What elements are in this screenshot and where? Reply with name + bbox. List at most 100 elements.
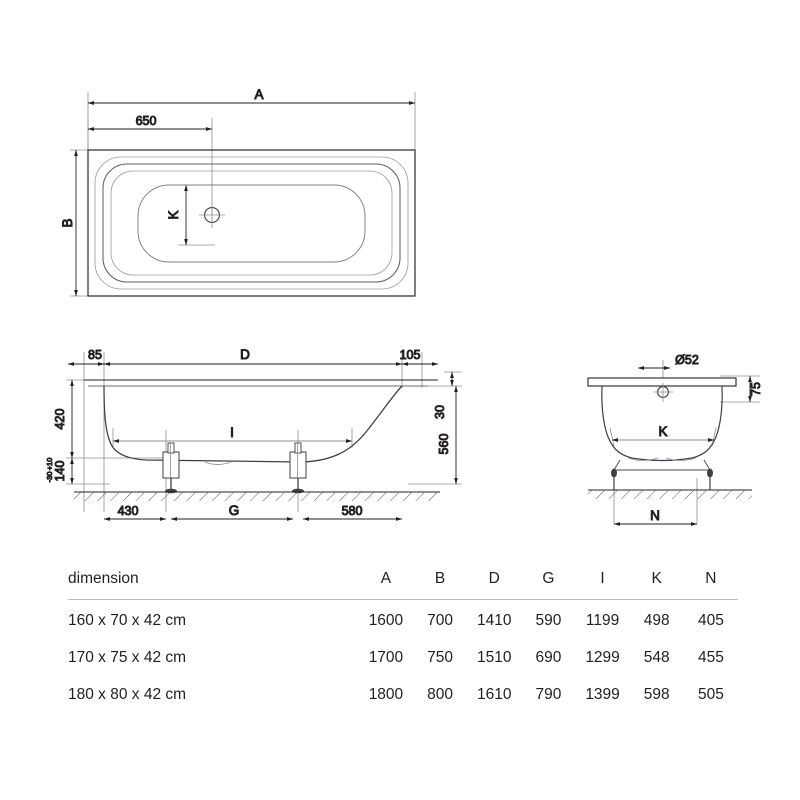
dim-label-140: 140 [53,461,67,482]
dim-105: 105 [399,348,439,366]
cell-n: 405 [697,612,724,629]
end-rim-profile [587,377,737,387]
dim-75: 75 [748,375,764,403]
cell-d: 1510 [477,649,512,666]
dim-560: 560 [437,385,458,485]
tub-outer-rim [87,149,416,297]
dim-I: I [112,425,353,443]
table-header: dimension A B D G I K N [68,563,738,600]
cell-i: 1299 [585,649,620,666]
cell-k: 548 [643,649,670,666]
dim-label-30: 30 [433,405,447,419]
cell-k: 498 [643,612,670,629]
col-header-a: A [380,570,392,587]
cell-i: 1199 [585,612,620,629]
table-header-row: dimension A B D G I K N [68,563,738,600]
dim-label-d52: Ø52 [675,353,699,367]
dim-label-K-end: K [658,424,667,439]
dim-D: D [103,347,403,366]
cell-g: 790 [535,686,562,703]
col-header-dimension: dimension [68,570,139,587]
cell-b: 700 [427,612,454,629]
cell-a: 1800 [368,686,404,703]
cell-dimension: 170 x 75 x 42 cm [68,649,187,666]
cell-b: 750 [427,649,454,666]
col-header-b: B [434,570,446,587]
col-header-k: K [651,570,662,587]
table-row: 160 x 70 x 42 cm 1600 700 1410 590 1199 … [68,600,738,638]
dim-label-G: G [229,503,240,518]
dim-label-580: 580 [342,504,363,518]
dim-label-A: A [254,87,263,102]
col-header-i: I [600,570,605,587]
end-bowl-left-wall [601,385,633,459]
dim-420: 420 [53,379,74,459]
end-drain-outlet [653,383,673,402]
dim-580: 580 [302,504,403,521]
dim-K-end: K [611,424,715,442]
cell-dimension: 180 x 80 x 42 cm [68,686,187,703]
dim-label-N: N [650,508,660,523]
end-bowl-right-wall [691,385,723,459]
col-header-g: G [542,570,555,587]
cell-d: 1410 [477,612,512,629]
end-bowl-floor [631,457,693,462]
cell-g: 590 [535,612,562,629]
cell-n: 505 [697,686,724,703]
dim-G: G [170,503,294,521]
dimension-table: dimension A B D G I K N 160 x 70 x 42 cm… [68,563,738,711]
cell-k: 598 [643,686,670,703]
tub-rim-profile [84,379,438,387]
end-elevation-view: Ø52 75 [587,353,764,526]
tub-bowl-upper [102,163,401,283]
cell-a: 1600 [368,612,404,629]
cell-b: 800 [427,686,454,703]
drain-outlet [199,203,225,228]
dim-30: 30 [433,371,454,419]
dim-diameter-52: Ø52 [637,353,699,370]
dim-label-105: 105 [400,348,421,362]
cell-n: 455 [697,649,724,666]
tub-floor-waste-detail [204,461,232,465]
dim-label-B: B [60,218,75,227]
cell-dimension: 160 x 70 x 42 cm [68,612,187,629]
end-support-frame [611,457,713,490]
dim-label-420: 420 [53,409,67,430]
dim-label-140-tol-minus: -30 [45,472,54,483]
cell-i: 1399 [585,686,620,703]
dim-label-D: D [240,347,250,362]
table-row: 180 x 80 x 42 cm 1800 800 1610 790 1399 … [68,674,738,711]
dim-label-140-tol-plus: +10 [45,458,54,471]
tub-rim-inner-edge [94,156,409,290]
tub-bowl-mid [110,170,393,276]
col-header-n: N [705,570,717,587]
dim-label-K-plan: K [166,210,181,219]
tub-leg-right [289,442,307,494]
cell-a: 1700 [368,649,404,666]
tub-bowl-floor [137,184,366,263]
cell-d: 1610 [477,686,512,703]
dim-label-560: 560 [437,434,451,455]
dim-label-I: I [230,425,234,440]
front-elevation-view: 85 D 105 420 [45,347,462,521]
floor-line-front [74,491,440,501]
dim-N: N [613,508,698,526]
dim-140: 140 +10 -30 [45,457,74,485]
plan-view: A 650 B K [60,87,416,297]
tub-leg-left [162,442,180,494]
tub-body-profile [103,385,403,463]
dim-85: 85 [67,348,105,366]
col-header-d: D [488,570,500,587]
dim-label-430: 430 [118,504,139,518]
table-row: 170 x 75 x 42 cm 1700 750 1510 690 1299 … [68,637,738,674]
cell-g: 690 [535,649,562,666]
dim-label-650: 650 [136,114,157,128]
dim-label-75: 75 [749,382,763,396]
dim-A-plan: A [87,87,416,105]
dim-430: 430 [103,504,167,521]
dim-650-plan: 650 [87,114,213,131]
dim-B-plan: B [60,149,78,297]
floor-line-end [588,489,752,499]
